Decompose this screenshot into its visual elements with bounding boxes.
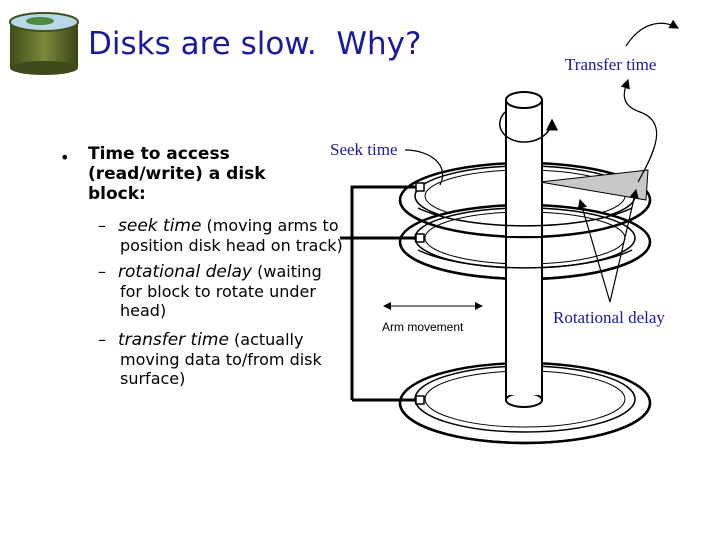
seek-time-label: Seek time [330,140,398,159]
sub-bullet-term: transfer time [118,330,229,350]
main-bullet-line: Time to access [88,144,230,164]
actuator-arms [340,182,425,405]
transfer-time-label: Transfer time [565,55,657,74]
sub-bullet-seek: –seek time (moving arms to position disk… [98,216,343,255]
rotational-delay-label: Rotational delay [553,308,665,327]
rotational-delay-arrow [609,188,639,303]
sub-bullet-text: moving data to/from disk surface) [120,350,322,388]
sub-bullet-rotational: –rotational delay (waiting for block to … [98,262,338,320]
arm-movement-label: Arm movement [382,320,464,334]
main-bullet-line: (read/write) a disk [88,164,266,184]
main-bullet: Time to access (read/write) a disk block… [88,144,266,204]
sector-wedge [539,169,649,201]
slide-title: Disks are slow. Why? [88,26,422,62]
disk-logo-icon [9,12,79,75]
transfer-time-arrow [625,19,680,47]
sub-bullet-term: rotational delay [118,262,253,282]
seek-time-leader [404,149,444,186]
bullet-dot: • [60,148,70,167]
transfer-time-arrow [620,78,658,183]
sub-bullet-text: (moving arms to [201,216,339,235]
sub-bullet-text: for block to rotate under head) [120,282,316,320]
sub-bullet-text: position disk head on track) [120,236,343,255]
sub-bullet-text: (waiting [252,262,322,281]
sub-bullet-text: (actually [228,330,304,349]
rotation-arrow [499,111,558,143]
sub-bullet-transfer: –transfer time (actually moving data to/… [98,330,338,388]
main-bullet-line: block: [88,184,146,204]
sub-bullet-term: seek time [118,216,202,236]
rotational-delay-arrow [577,198,611,303]
